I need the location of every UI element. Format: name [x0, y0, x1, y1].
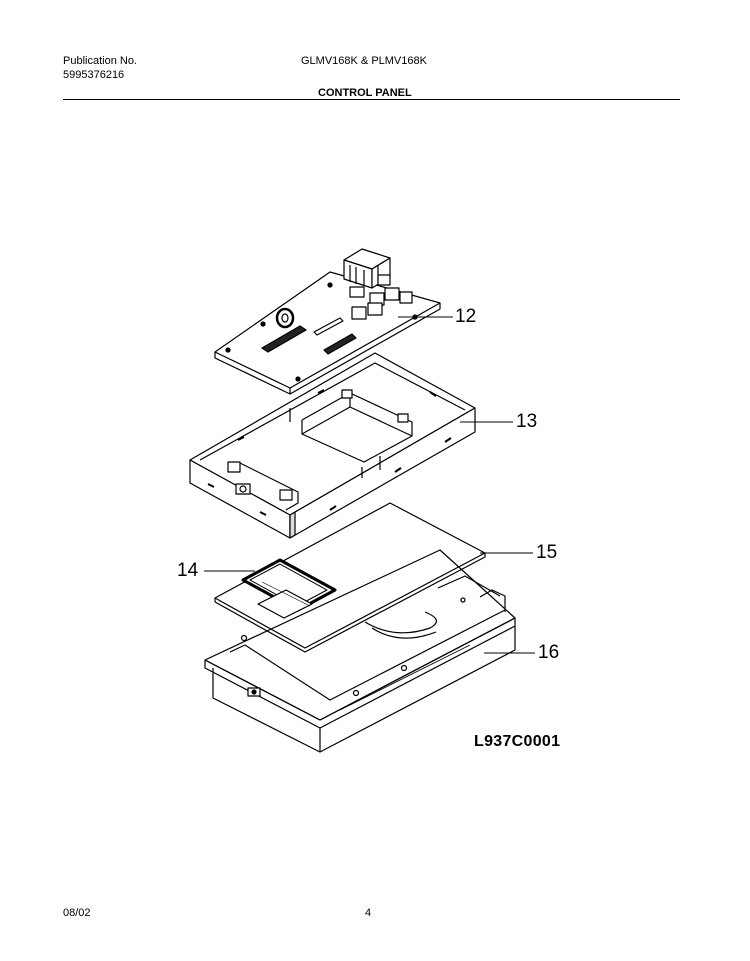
transformer-component [343, 248, 391, 289]
header-rule [63, 99, 680, 100]
footer-date: 08/02 [63, 907, 91, 919]
drawing-code: L937C0001 [474, 733, 561, 750]
coil-center [281, 313, 289, 323]
callout-12: 12 [455, 306, 477, 327]
publication-number: 5995376216 [63, 69, 125, 81]
board-tray-part [189, 352, 476, 539]
model-numbers: GLMV168K & PLMV168K [301, 55, 427, 67]
display-window-part [241, 558, 337, 619]
ribbon-cable [364, 611, 437, 634]
relay-components [349, 274, 413, 320]
callout-13: 13 [516, 411, 538, 432]
callout-14: 14 [177, 560, 199, 581]
section-title: CONTROL PANEL [318, 87, 412, 99]
callout-15: 15 [536, 542, 558, 563]
header-connector [323, 333, 357, 355]
page-number: 4 [365, 907, 372, 919]
control-panel-frame-part [204, 549, 516, 753]
callout-16: 16 [538, 642, 560, 663]
ribbon-connector [261, 325, 307, 353]
circuit-board-part [214, 248, 441, 395]
callout-leaders [204, 316, 535, 654]
publication-label: Publication No. [63, 55, 137, 67]
coil-component [275, 307, 295, 329]
small-connector [313, 317, 344, 336]
